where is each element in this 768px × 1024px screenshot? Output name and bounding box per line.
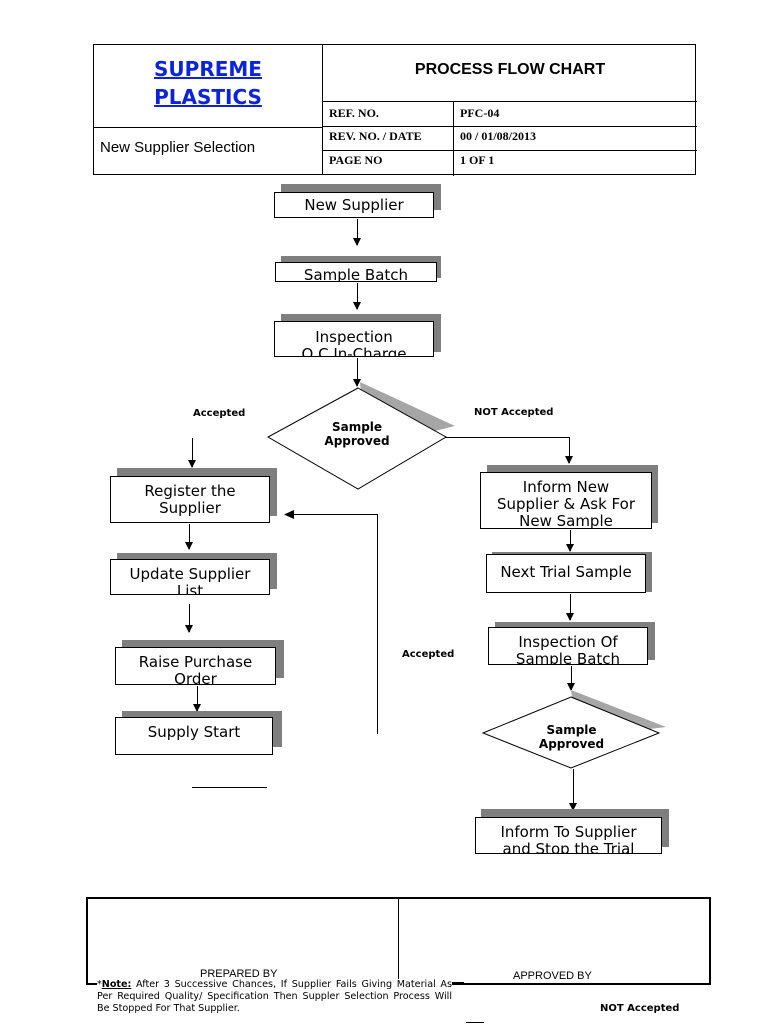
raise-purchase-order-box: Raise Purchase Order [115, 647, 276, 685]
decision2-line1: Sample [546, 723, 597, 737]
supply-start-label: Supply Start [147, 723, 241, 741]
arrow-to-raise-po [185, 604, 193, 633]
update-line1: Update Supplier [129, 565, 251, 583]
note-asterisk: * [97, 979, 102, 990]
supply-start-box: Supply Start [115, 717, 273, 755]
update-line2: List [176, 582, 204, 595]
arrow-to-decision2 [567, 666, 575, 691]
loop-back-horizontal [292, 514, 378, 515]
decision1-label: Sample Approved [305, 420, 409, 448]
inform-line2: Supplier & Ask For [496, 495, 635, 513]
arrow-to-supply-start [193, 686, 201, 712]
header-table: SUPREME PLASTICS PROCESS FLOW CHART New … [93, 44, 697, 176]
not-accepted-label: NOT Accepted [474, 407, 554, 418]
inspection-line1: Inspection [315, 328, 393, 346]
new-supplier-box: New Supplier [274, 192, 434, 218]
page-no-label: PAGE NO [329, 153, 383, 167]
decision2-label: Sample Approved [520, 723, 623, 751]
arrow-to-decision1 [353, 358, 361, 387]
footnote: *Note: After 3 Successive Chances, If Su… [97, 979, 452, 1015]
loop-back-line [377, 514, 378, 734]
inform-stop-trial-box: Inform To Supplier and Stop the Trial [475, 817, 662, 854]
inform-new-supplier-box: Inform New Supplier & Ask For New Sample [480, 472, 652, 529]
document-title: PROCESS FLOW CHART [414, 61, 606, 78]
loop-back-arrowhead [284, 510, 294, 519]
arrow-to-next-trial [566, 530, 574, 552]
rev-no-value: 00 / 01/08/2013 [460, 129, 537, 143]
stop-line1: Inform To Supplier [500, 823, 637, 841]
ref-no-value: PFC-04 [460, 106, 500, 120]
short-rule [192, 787, 267, 788]
bottom-rule [466, 1022, 484, 1023]
accepted-label-left: Accepted [193, 408, 246, 419]
decision1-line2: Approved [324, 434, 390, 448]
header-col-divider [453, 101, 454, 176]
note-label: Note: [101, 979, 132, 990]
decision2-diamond [481, 690, 666, 769]
signature-table [86, 897, 711, 985]
not-accepted-bottom-label: NOT Accepted [600, 1003, 680, 1014]
not-accepted-connector [445, 437, 570, 438]
arrow-to-inspection [353, 283, 361, 310]
inform-line3: New Sample [519, 512, 613, 529]
insp-batch-line2: Sample Batch [515, 650, 621, 665]
next-trial-sample-box: Next Trial Sample [486, 554, 646, 593]
decision1-diamond [266, 382, 455, 490]
document-subtitle: New Supplier Selection [100, 139, 256, 156]
rev-no-label: REV. NO. / DATE [329, 129, 422, 143]
signature-divider [398, 899, 399, 983]
insp-batch-line1: Inspection Of [518, 633, 618, 651]
stop-line2: and Stop the Trial [502, 840, 635, 854]
arrow-to-update [185, 524, 193, 550]
arrow-to-inspection-batch [566, 594, 574, 621]
inform-line1: Inform New [522, 478, 610, 496]
arrow-to-register [188, 438, 196, 468]
update-supplier-list-box: Update Supplier List [110, 559, 270, 595]
prepared-by-label: PREPARED BY [200, 968, 278, 980]
company-name: SUPREME PLASTICS [94, 55, 322, 111]
decision1-line1: Sample [331, 420, 383, 434]
next-trial-label: Next Trial Sample [500, 563, 632, 581]
note-text: After 3 Successive Chances, If Supplier … [97, 979, 452, 1014]
header-rule-1 [322, 101, 697, 102]
inspection-line2: Q.C In-Charge [301, 345, 407, 357]
decision2-line2: Approved [538, 737, 605, 751]
inspection-sample-batch-box: Inspection Of Sample Batch [488, 627, 648, 665]
header-rule-2 [322, 126, 697, 127]
arrow-to-stop-trial [569, 769, 577, 811]
accepted-label-mid: Accepted [402, 649, 455, 660]
register-line1: Register the [144, 482, 236, 500]
arrow-to-inform [565, 437, 573, 464]
header-divider [322, 45, 323, 174]
raise-line2: Order [174, 670, 217, 685]
inspection-qc-box: Inspection Q.C In-Charge [274, 321, 434, 357]
sample-batch-label: Sample Batch [303, 266, 409, 282]
new-supplier-label: New Supplier [304, 196, 404, 214]
company-name-line1: SUPREME [154, 57, 262, 81]
page-no-value: 1 OF 1 [460, 153, 495, 167]
ref-no-label: REF. NO. [329, 106, 379, 120]
sample-batch-box: Sample Batch [275, 262, 437, 282]
approved-by-label: APPROVED BY [513, 970, 592, 982]
register-line2: Supplier [159, 499, 221, 517]
header-rule-left [94, 127, 322, 128]
register-supplier-box: Register the Supplier [110, 476, 270, 523]
header-rule-3 [322, 150, 697, 151]
company-name-line2: PLASTICS [154, 85, 262, 109]
arrow-to-sample-batch [353, 219, 361, 246]
raise-line1: Raise Purchase [138, 653, 253, 671]
